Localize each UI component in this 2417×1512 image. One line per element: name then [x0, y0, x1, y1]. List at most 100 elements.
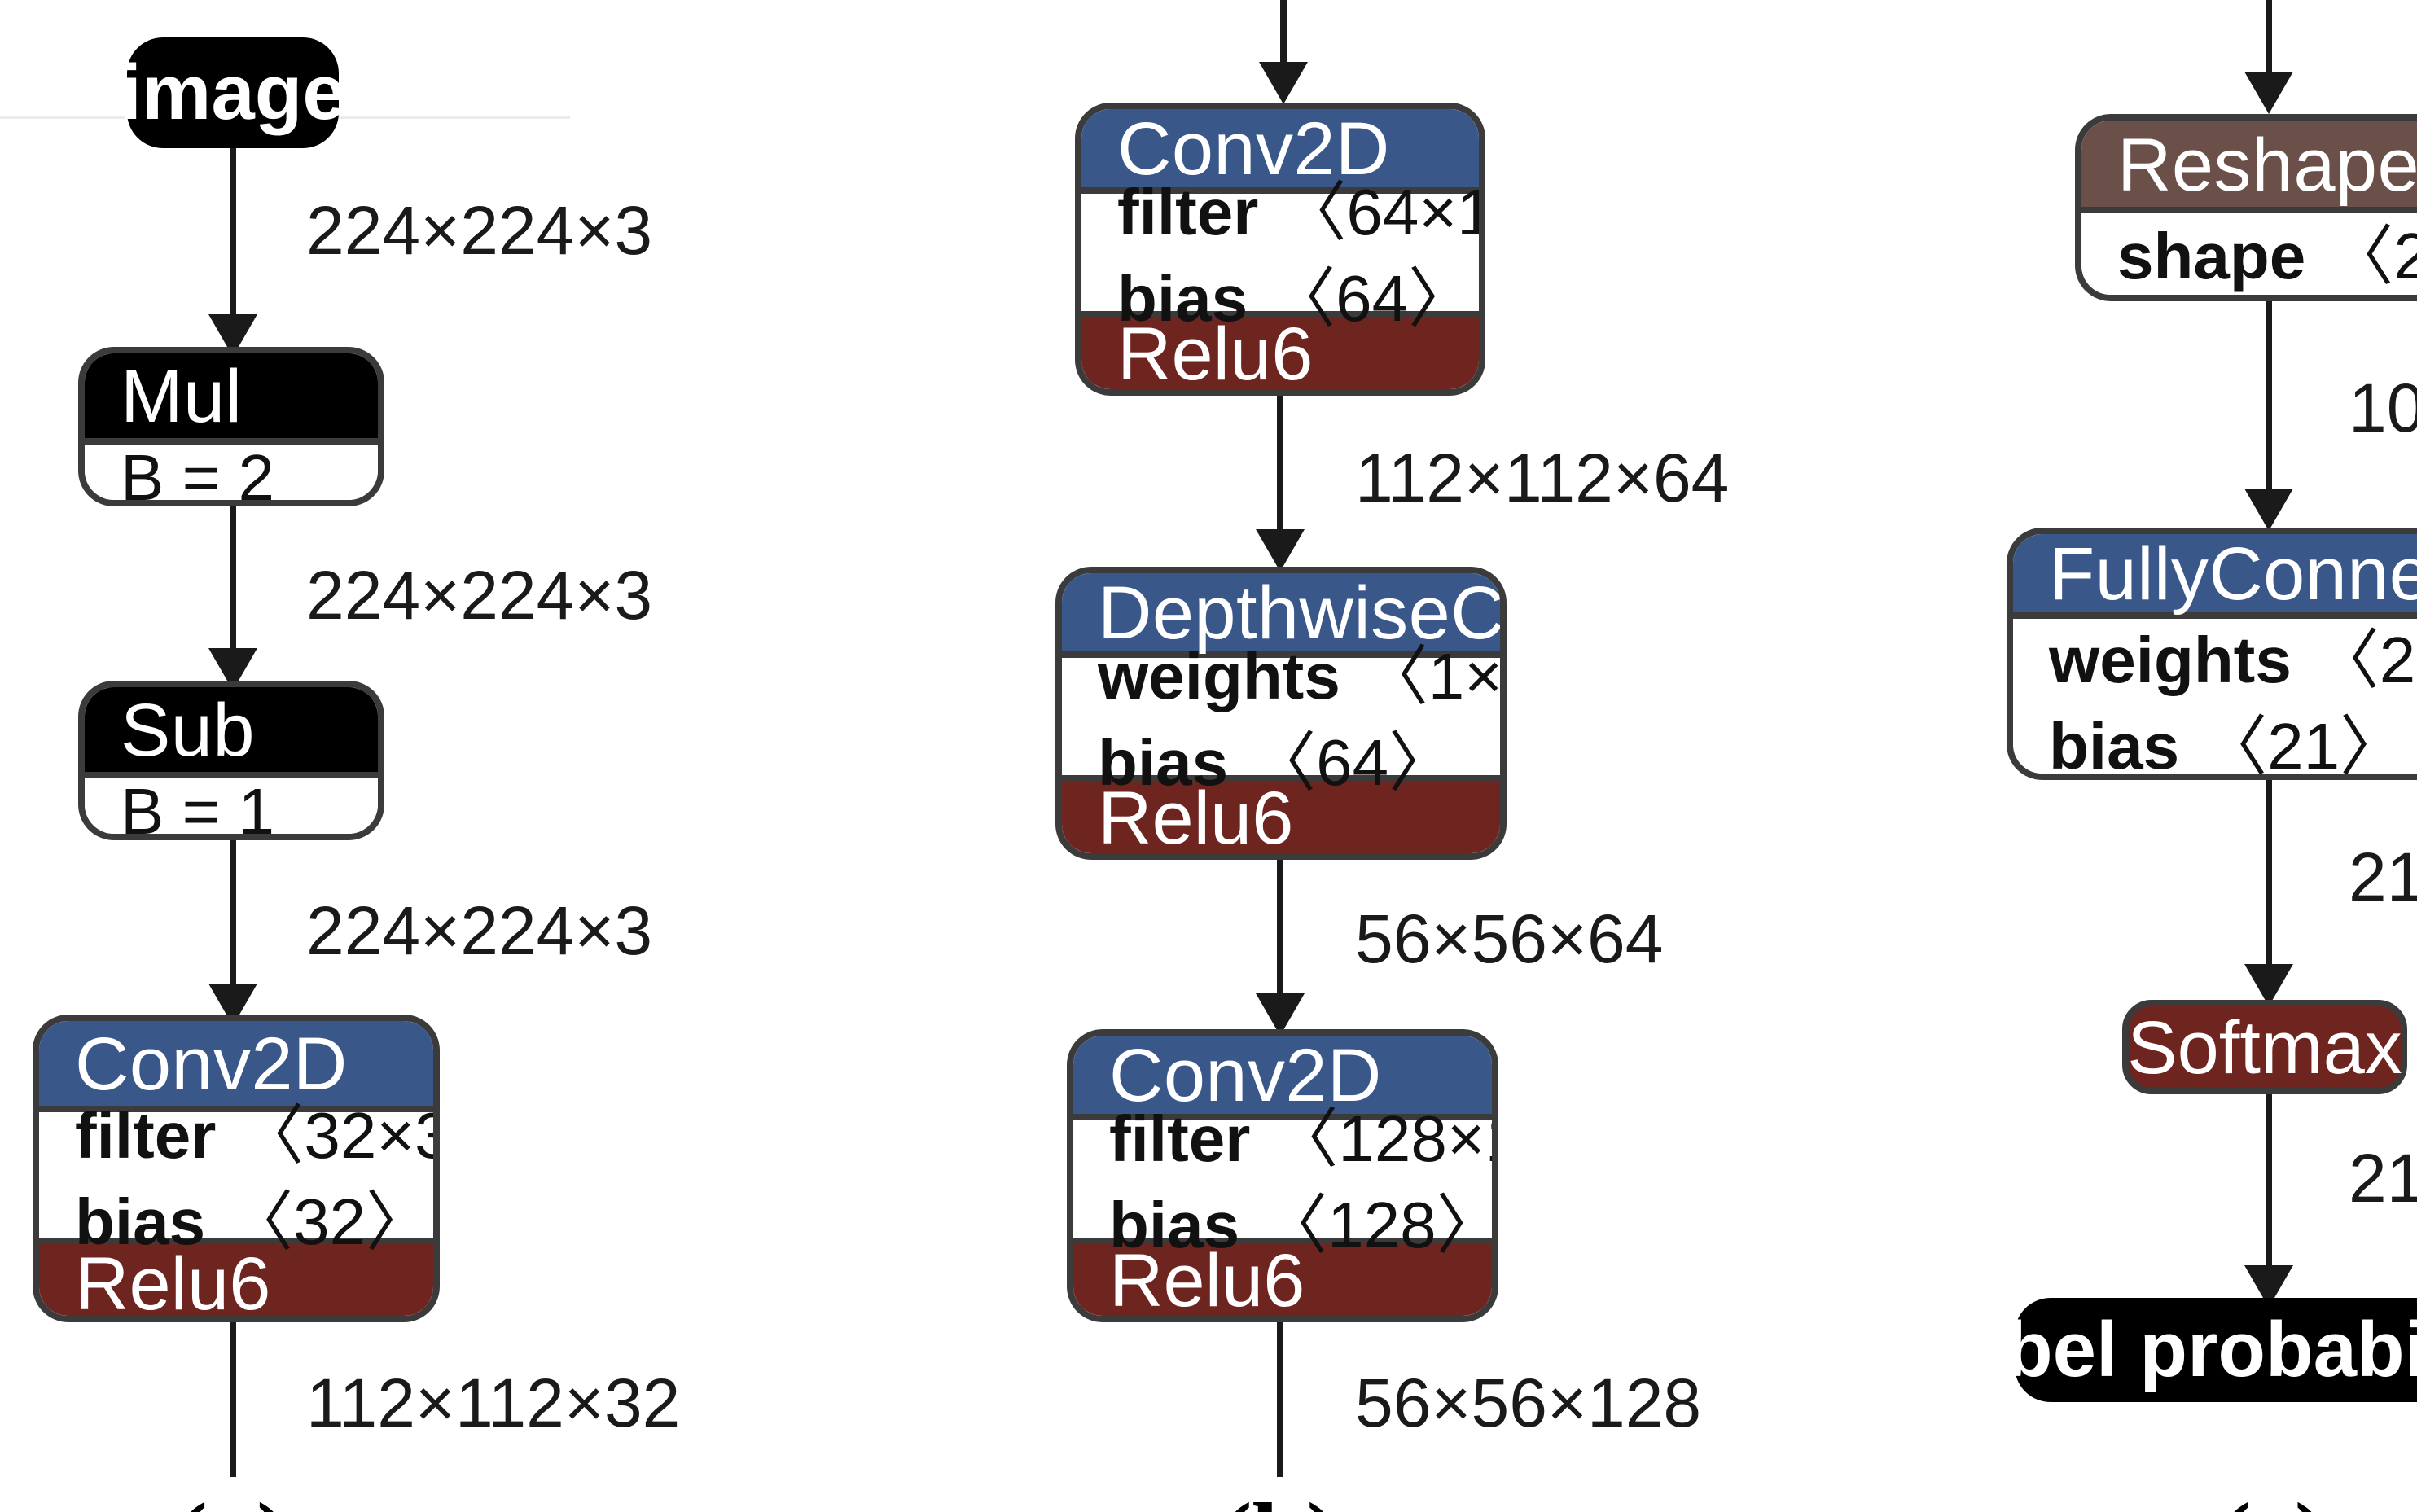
node-conv2d-a-activation: Relu6	[39, 1238, 433, 1316]
node-conv2d-b1[interactable]: Conv2D filter〈64×1×1×32〉 bias〈64〉 Relu6	[1075, 103, 1485, 396]
node-conv2d-a[interactable]: Conv2D filter〈32×3×3×3〉 bias〈32〉 Relu6	[33, 1015, 440, 1322]
edge-conv2d-b3-out	[1277, 1322, 1283, 1477]
node-mul-attr-b: B = 2	[121, 442, 275, 506]
edge-conv2d-b1-to-depthwise-arrow	[1256, 529, 1305, 572]
node-conv2d-b1-header: Conv2D	[1081, 109, 1479, 194]
edge-label-softmax-out: 21	[2349, 1140, 2417, 1216]
node-sub-header: Sub	[85, 687, 378, 778]
edge-label-depthwise-out: 56×56×64	[1355, 901, 1664, 977]
node-fullyconnected-attr-bias: bias 〈21〉	[2049, 704, 2417, 780]
node-conv2d-b3-attr-filter: filter〈128×1×1×64〉	[1109, 1098, 1492, 1184]
attr-key-bias: bias	[1109, 1190, 1240, 1262]
attr-value-bias: 〈32〉	[228, 1186, 432, 1258]
attr-key-filter: filter	[1117, 177, 1259, 250]
attr-value-weights: 〈21×1024〉	[2314, 625, 2417, 697]
node-conv2d-b3-activation: Relu6	[1073, 1238, 1492, 1316]
attr-value-bias: 〈21〉	[2202, 711, 2406, 780]
caption-c: (c)	[2163, 1482, 2383, 1512]
node-mul-title: Mul	[121, 353, 243, 438]
node-sub[interactable]: Sub B = 1	[78, 681, 384, 840]
node-mul-header: Mul	[85, 353, 378, 445]
node-conv2d-b3[interactable]: Conv2D filter〈128×1×1×64〉 bias〈128〉 Relu…	[1067, 1029, 1498, 1322]
node-reshape-body: shape〈2〉	[2081, 213, 2417, 295]
node-reshape[interactable]: Reshape shape〈2〉	[2075, 114, 2417, 301]
edge-fullyconnected-to-softmax	[2266, 780, 2272, 992]
node-conv2d-b3-header: Conv2D	[1073, 1036, 1492, 1120]
node-conv2d-a-body: filter〈32×3×3×3〉 bias〈32〉	[39, 1100, 433, 1258]
edge-image-to-mul	[230, 148, 236, 344]
node-depthwiseconv2d-b2[interactable]: DepthwiseConv2D weights〈1×3×3×64〉 bias 〈6…	[1055, 567, 1507, 860]
edge-reshape-to-fullyconnected	[2266, 301, 2272, 516]
node-label-probabilities[interactable]: label probabilities	[1940, 1298, 2417, 1402]
edge-into-conv2d-b1	[1280, 0, 1287, 68]
attr-value-filter: 〈64×1×1×32〉	[1281, 177, 1485, 250]
attr-key-bias: bias	[1098, 728, 1229, 800]
edge-depthwise-to-conv2d-b3	[1277, 860, 1283, 1023]
attr-value-bias: 〈64〉	[1251, 728, 1454, 800]
node-depthwiseconv2d-b2-activation-label: Relu6	[1098, 775, 1294, 860]
node-conv2d-b1-title: Conv2D	[1117, 106, 1390, 191]
node-fullyconnected[interactable]: FullyConnected weights 〈21×1024〉 bias 〈21〉	[2007, 528, 2417, 780]
node-image[interactable]: image	[120, 37, 346, 148]
caption-a: (a)	[122, 1482, 342, 1512]
node-conv2d-b1-attr-filter: filter〈64×1×1×32〉	[1117, 171, 1479, 257]
node-conv2d-a-attr-filter: filter〈32×3×3×3〉	[75, 1093, 433, 1180]
node-sub-title: Sub	[121, 687, 255, 772]
edge-mul-to-sub	[230, 506, 236, 677]
node-reshape-title: Reshape	[2117, 121, 2417, 206]
edge-softmax-to-label-probabilities	[2266, 1094, 2272, 1293]
attr-key-bias: bias	[75, 1186, 206, 1258]
node-conv2d-a-title: Conv2D	[75, 1021, 348, 1106]
node-conv2d-b3-title: Conv2D	[1109, 1032, 1382, 1117]
edge-label-conv2d-b1-out: 112×112×64	[1355, 440, 1730, 516]
node-softmax[interactable]: Softmax	[2122, 1000, 2407, 1094]
node-depthwiseconv2d-b2-attr-bias: bias 〈64〉	[1098, 721, 1464, 808]
node-conv2d-a-attr-bias: bias 〈32〉	[75, 1180, 431, 1266]
node-softmax-title: Softmax	[2127, 1005, 2402, 1089]
node-depthwiseconv2d-b2-header: DepthwiseConv2D	[1062, 573, 1500, 658]
attr-key-filter: filter	[75, 1100, 217, 1172]
node-conv2d-b1-activation: Relu6	[1081, 311, 1479, 389]
node-image-label: image	[120, 50, 346, 136]
node-depthwiseconv2d-b2-title: DepthwiseConv2D	[1098, 570, 1505, 655]
edge-label-fullyconnected-out: 21	[2349, 839, 2417, 915]
node-reshape-attr-shape: shape〈2〉	[2117, 214, 2417, 295]
edge-into-reshape	[2266, 0, 2272, 78]
edge-label-conv2d-b3-out: 56×56×128	[1355, 1365, 1702, 1441]
edge-conv2d-b1-to-depthwise	[1277, 396, 1283, 559]
node-conv2d-b1-body: filter〈64×1×1×32〉 bias〈64〉	[1081, 177, 1479, 335]
edge-label-conv2d-a-out: 112×112×32	[306, 1365, 681, 1441]
edge-sub-to-conv2d	[230, 840, 236, 1011]
node-fullyconnected-title: FullyConnected	[2049, 531, 2417, 616]
node-conv2d-b3-body: filter〈128×1×1×64〉 bias〈128〉	[1073, 1104, 1492, 1262]
edge-reshape-to-fullyconnected-arrow	[2244, 489, 2293, 531]
node-sub-body: B = 1	[85, 776, 378, 840]
attr-key-bias: bias	[2049, 711, 2180, 780]
edge-conv2d-a-out	[230, 1322, 236, 1477]
attr-value-shape: 〈2〉	[2328, 221, 2417, 293]
attr-key-weights: weights	[2049, 625, 2292, 697]
edge-label-mul-to-sub: 224×224×3	[306, 557, 653, 633]
caption-b: (b)	[1169, 1482, 1389, 1512]
node-reshape-header: Reshape	[2081, 121, 2417, 213]
node-depthwiseconv2d-b2-activation: Relu6	[1062, 775, 1500, 853]
node-depthwiseconv2d-b2-attr-weights: weights〈1×3×3×64〉	[1098, 635, 1500, 721]
node-fullyconnected-body: weights 〈21×1024〉 bias 〈21〉	[2013, 618, 2417, 780]
attr-value-filter: 〈32×3×3×3〉	[239, 1100, 440, 1172]
edge-fullyconnected-to-softmax-arrow	[2244, 964, 2293, 1006]
node-mul[interactable]: Mul B = 2	[78, 347, 384, 506]
attr-value-filter: 〈128×1×1×64〉	[1273, 1104, 1498, 1177]
node-sub-attr-b: B = 1	[121, 776, 275, 840]
node-fullyconnected-header: FullyConnected	[2013, 534, 2417, 619]
node-label-probabilities-label: label probabilities	[1939, 1307, 2417, 1393]
node-conv2d-b3-activation-label: Relu6	[1109, 1238, 1305, 1322]
node-conv2d-b1-activation-label: Relu6	[1117, 311, 1314, 396]
attr-value-weights: 〈1×3×3×64〉	[1362, 642, 1503, 714]
attr-key-bias: bias	[1117, 264, 1248, 335]
node-conv2d-b1-attr-bias: bias 〈64〉	[1117, 257, 1473, 344]
edge-depthwise-to-conv2d-b3-arrow	[1256, 993, 1305, 1036]
attr-value-bias: 〈64〉	[1270, 264, 1474, 335]
node-mul-body: B = 2	[85, 442, 378, 506]
node-fullyconnected-attr-weights: weights 〈21×1024〉	[2049, 618, 2417, 704]
